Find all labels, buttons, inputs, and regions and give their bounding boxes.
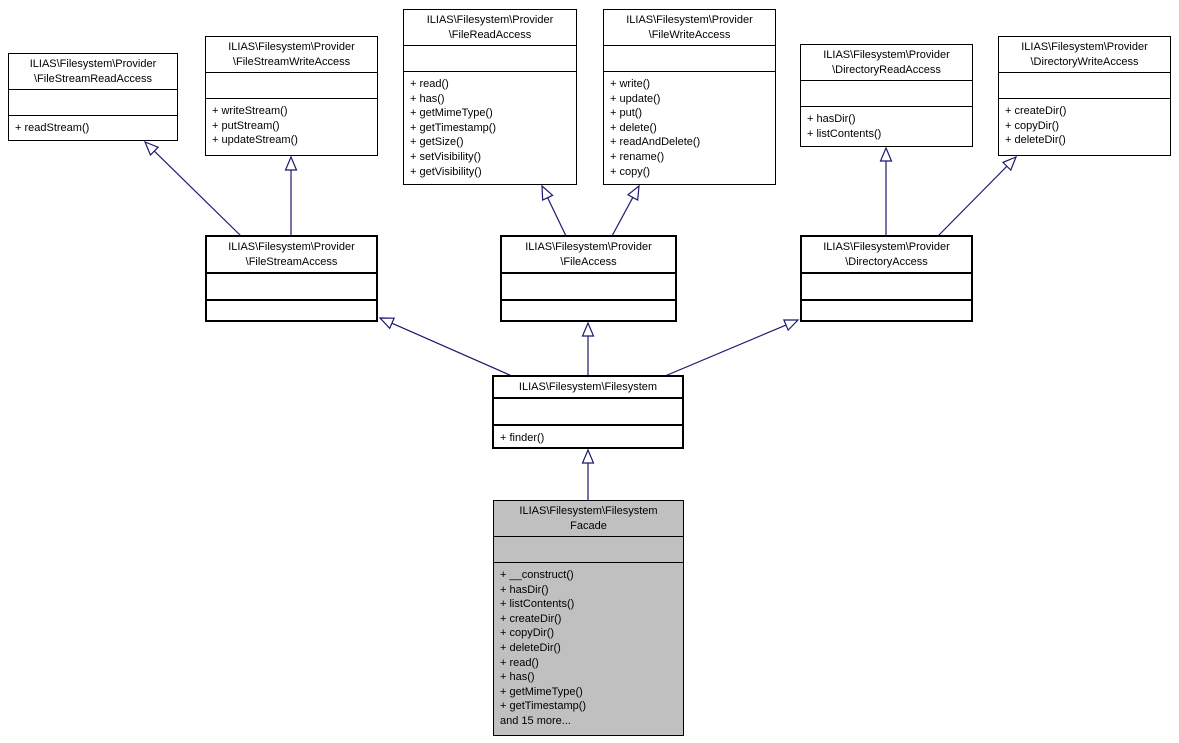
method-entry: + __construct() bbox=[500, 569, 574, 581]
method-entry: + deleteDir() bbox=[1005, 134, 1066, 147]
class-methods-section bbox=[802, 301, 971, 320]
method-entry: + rename() bbox=[610, 150, 665, 163]
class-name: ILIAS\Filesystem\Provider\FileReadAccess bbox=[404, 10, 576, 46]
class-name: ILIAS\Filesystem\Provider\DirectoryWrite… bbox=[999, 37, 1170, 73]
class-name: ILIAS\Filesystem\Provider\FileAccess bbox=[502, 237, 675, 274]
method-entry: + readAndDelete() bbox=[610, 136, 701, 149]
hollow-triangle-arrowhead-icon bbox=[143, 140, 160, 157]
class-attributes-section bbox=[9, 90, 177, 116]
class-attributes-section bbox=[801, 81, 972, 107]
method-entry: + read() bbox=[500, 656, 539, 669]
class-node-file-access[interactable]: ILIAS\Filesystem\Provider\FileAccess bbox=[500, 235, 677, 322]
class-methods-section: + readStream() bbox=[9, 116, 177, 140]
hollow-triangle-arrowhead-icon bbox=[541, 184, 554, 202]
method-entry: + getTimestamp() bbox=[410, 121, 497, 134]
method-entry: + getSize() bbox=[410, 136, 464, 149]
hollow-triangle-arrowhead-icon bbox=[879, 146, 893, 162]
hollow-triangle-arrowhead-icon bbox=[626, 184, 640, 202]
method-entry: + setVisibility() bbox=[410, 150, 482, 163]
method-entry: + getMimeType() bbox=[410, 107, 493, 120]
class-attributes-section bbox=[802, 274, 971, 301]
class-attributes-section bbox=[404, 46, 576, 72]
hollow-triangle-arrowhead-icon bbox=[284, 155, 298, 171]
class-name: ILIAS\Filesystem\Provider\DirectoryAcces… bbox=[802, 237, 971, 274]
method-entry: + createDir() bbox=[1005, 105, 1067, 117]
class-node-directory-write-access[interactable]: ILIAS\Filesystem\Provider\DirectoryWrite… bbox=[998, 36, 1171, 156]
method-entry: + getVisibility() bbox=[410, 165, 482, 178]
method-entry: + put() bbox=[610, 107, 643, 120]
class-attributes-section bbox=[999, 73, 1170, 99]
class-methods-section: + write() + update() + put()+ delete() + re… bbox=[604, 72, 775, 184]
class-node-directory-access[interactable]: ILIAS\Filesystem\Provider\DirectoryAcces… bbox=[800, 235, 973, 322]
class-name: ILIAS\Filesystem\Provider\FileStreamAcce… bbox=[207, 237, 376, 274]
class-name: ILIAS\Filesystem\Provider\FileWriteAcces… bbox=[604, 10, 775, 46]
hollow-triangle-arrowhead-icon bbox=[378, 317, 396, 330]
method-entry: + createDir() bbox=[500, 612, 562, 625]
method-entry: + update() bbox=[610, 92, 661, 105]
class-node-file-stream-access[interactable]: ILIAS\Filesystem\Provider\FileStreamAcce… bbox=[205, 235, 378, 322]
class-attributes-section bbox=[494, 537, 683, 563]
class-attributes-section bbox=[207, 274, 376, 301]
class-methods-section bbox=[502, 301, 675, 320]
class-methods-section bbox=[207, 301, 376, 320]
method-entry: + getMimeType() bbox=[500, 685, 583, 698]
class-node-file-read-access[interactable]: ILIAS\Filesystem\Provider\FileReadAccess… bbox=[403, 9, 577, 185]
class-methods-section: + finder() bbox=[494, 426, 682, 447]
class-node-file-stream-read-access[interactable]: ILIAS\Filesystem\Provider\FileStreamRead… bbox=[8, 53, 178, 141]
method-entry: + listContents() bbox=[500, 598, 575, 611]
method-entry: + copyDir() bbox=[1005, 119, 1060, 132]
class-node-file-write-access[interactable]: ILIAS\Filesystem\Provider\FileWriteAcces… bbox=[603, 9, 776, 185]
class-node-filesystem[interactable]: ILIAS\Filesystem\Filesystem + finder() bbox=[492, 375, 684, 449]
class-methods-section: + writeStream() + putStream() + updateStre… bbox=[206, 99, 377, 155]
method-entry: + copy() bbox=[610, 165, 651, 178]
hollow-triangle-arrowhead-icon bbox=[782, 319, 800, 332]
class-node-file-stream-write-access[interactable]: ILIAS\Filesystem\Provider\FileStreamWrit… bbox=[205, 36, 378, 156]
inheritance-edge-file-access-to-file-read-access bbox=[547, 197, 567, 237]
hollow-triangle-arrowhead-icon bbox=[581, 448, 595, 464]
method-entry: + deleteDir() bbox=[500, 641, 561, 654]
method-entry: + updateStream() bbox=[212, 134, 298, 147]
class-methods-section: + read() + has() + getMimeType()+ getTimes… bbox=[404, 72, 576, 184]
class-name: ILIAS\Filesystem\Filesystem bbox=[494, 377, 682, 399]
class-methods-section: + hasDir() + listContents() bbox=[801, 107, 972, 146]
class-methods-section: + createDir() + copyDir() + deleteDir() bbox=[999, 99, 1170, 155]
method-entry: + readStream() bbox=[15, 122, 90, 134]
method-entry: + listContents() bbox=[807, 127, 882, 140]
method-entry: + putStream() bbox=[212, 119, 280, 132]
method-entry: + hasDir() bbox=[500, 583, 549, 596]
class-name: ILIAS\Filesystem\Provider\DirectoryReadA… bbox=[801, 45, 972, 81]
method-entry: + finder() bbox=[500, 432, 545, 444]
method-entry: + has() bbox=[410, 92, 445, 105]
class-attributes-section bbox=[604, 46, 775, 72]
method-entry: + write() bbox=[610, 78, 651, 90]
method-entry: + read() bbox=[410, 78, 449, 90]
method-entry: + writeStream() bbox=[212, 105, 288, 117]
class-name: ILIAS\Filesystem\Provider\FileStreamWrit… bbox=[206, 37, 377, 73]
hollow-triangle-arrowhead-icon bbox=[581, 321, 595, 337]
inheritance-edge-file-access-to-file-write-access bbox=[611, 197, 634, 237]
inheritance-edge-file-stream-access-to-file-stream-read-access bbox=[153, 150, 242, 237]
hollow-triangle-arrowhead-icon bbox=[1001, 155, 1018, 172]
inheritance-edge-filesystem-to-directory-access bbox=[664, 324, 787, 377]
method-entry: + getTimestamp() bbox=[500, 700, 587, 713]
class-name: ILIAS\Filesystem\Provider\FileStreamRead… bbox=[9, 54, 177, 90]
method-entry: + hasDir() bbox=[807, 113, 856, 125]
inheritance-edge-directory-access-to-directory-write-access bbox=[937, 165, 1008, 237]
method-entry: + copyDir() bbox=[500, 627, 555, 640]
class-attributes-section bbox=[494, 399, 682, 426]
method-entry: + delete() bbox=[610, 121, 657, 134]
class-attributes-section bbox=[206, 73, 377, 99]
class-attributes-section bbox=[502, 274, 675, 301]
method-entry: and 15 more... bbox=[500, 714, 571, 727]
class-methods-section: + __construct() + hasDir() + listContents(… bbox=[494, 563, 683, 735]
class-node-directory-read-access[interactable]: ILIAS\Filesystem\Provider\DirectoryReadA… bbox=[800, 44, 973, 147]
method-entry: + has() bbox=[500, 671, 535, 684]
inheritance-edge-filesystem-to-file-stream-access bbox=[391, 322, 513, 377]
